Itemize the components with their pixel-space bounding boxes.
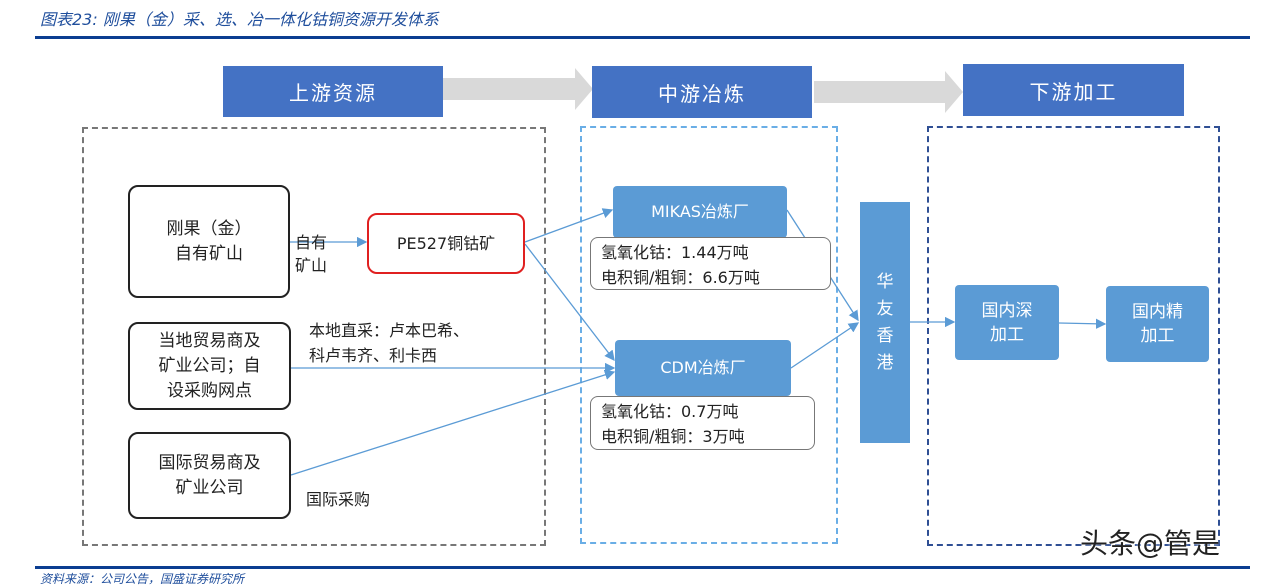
stage-upstream: 上游资源 xyxy=(223,66,443,117)
watermark: 头条@管是 xyxy=(1080,527,1221,560)
local-trader-text: 当地贸易商及 矿业公司；自 设采购网点 xyxy=(158,330,261,401)
upstream-region xyxy=(82,127,546,546)
cdm-smelter: CDM冶炼厂 xyxy=(615,340,791,396)
own-mine-box: 刚果（金） 自有矿山 xyxy=(128,185,290,298)
own-mine-text: 刚果（金） 自有矿山 xyxy=(166,218,252,264)
pe527-box: PE527铜钴矿 xyxy=(367,213,525,274)
footer-rule xyxy=(35,566,1250,569)
cdm-capacity: 氢氧化钴：0.7万吨 电积铜/粗铜：3万吨 xyxy=(590,396,815,450)
pe527-text: PE527铜钴矿 xyxy=(396,234,496,253)
intl-trader-box: 国际贸易商及 矿业公司 xyxy=(128,432,291,519)
huayou-hk: 华 友 香 港 xyxy=(860,202,910,443)
title-rule xyxy=(35,36,1250,39)
intl-trader-text: 国际贸易商及 矿业公司 xyxy=(158,452,261,498)
stage-arrow-1 xyxy=(443,68,593,110)
connector-arrows xyxy=(290,68,1107,476)
stage-midstream: 中游冶炼 xyxy=(592,66,812,118)
arrow-cdm-to-hub xyxy=(790,322,860,369)
intl-purchase-label: 国际采购 xyxy=(306,490,371,509)
downstream-region xyxy=(927,126,1220,546)
arrow-pe527-to-cdm xyxy=(524,243,615,362)
local-trader-box: 当地贸易商及 矿业公司；自 设采购网点 xyxy=(128,322,291,410)
local-purchase-label: 本地直采：卢本巴希、 科卢韦齐、利卡西 xyxy=(309,321,470,365)
figure-title: 图表23: 刚果（金）采、选、冶一体化钴铜资源开发体系 xyxy=(40,10,439,29)
mikas-capacity: 氢氧化钴：1.44万吨 电积铜/粗铜：6.6万吨 xyxy=(590,237,831,290)
domestic-deep-processing: 国内深 加工 xyxy=(955,285,1059,360)
domestic-fine-processing: 国内精 加工 xyxy=(1106,286,1209,362)
own-mine-label: 自有 矿山 xyxy=(295,233,328,275)
arrow-deep-to-fine xyxy=(1058,318,1107,330)
stage-arrow-2 xyxy=(814,71,963,113)
arrow-pe527-to-mikas xyxy=(524,208,614,243)
source-note: 资料来源：公司公告，国盛证券研究所 xyxy=(40,572,245,586)
stage-downstream: 下游加工 xyxy=(963,64,1184,116)
midstream-region xyxy=(580,126,838,544)
mikas-smelter: MIKAS冶炼厂 xyxy=(613,186,787,238)
arrow-intl-to-cdm xyxy=(290,369,616,476)
